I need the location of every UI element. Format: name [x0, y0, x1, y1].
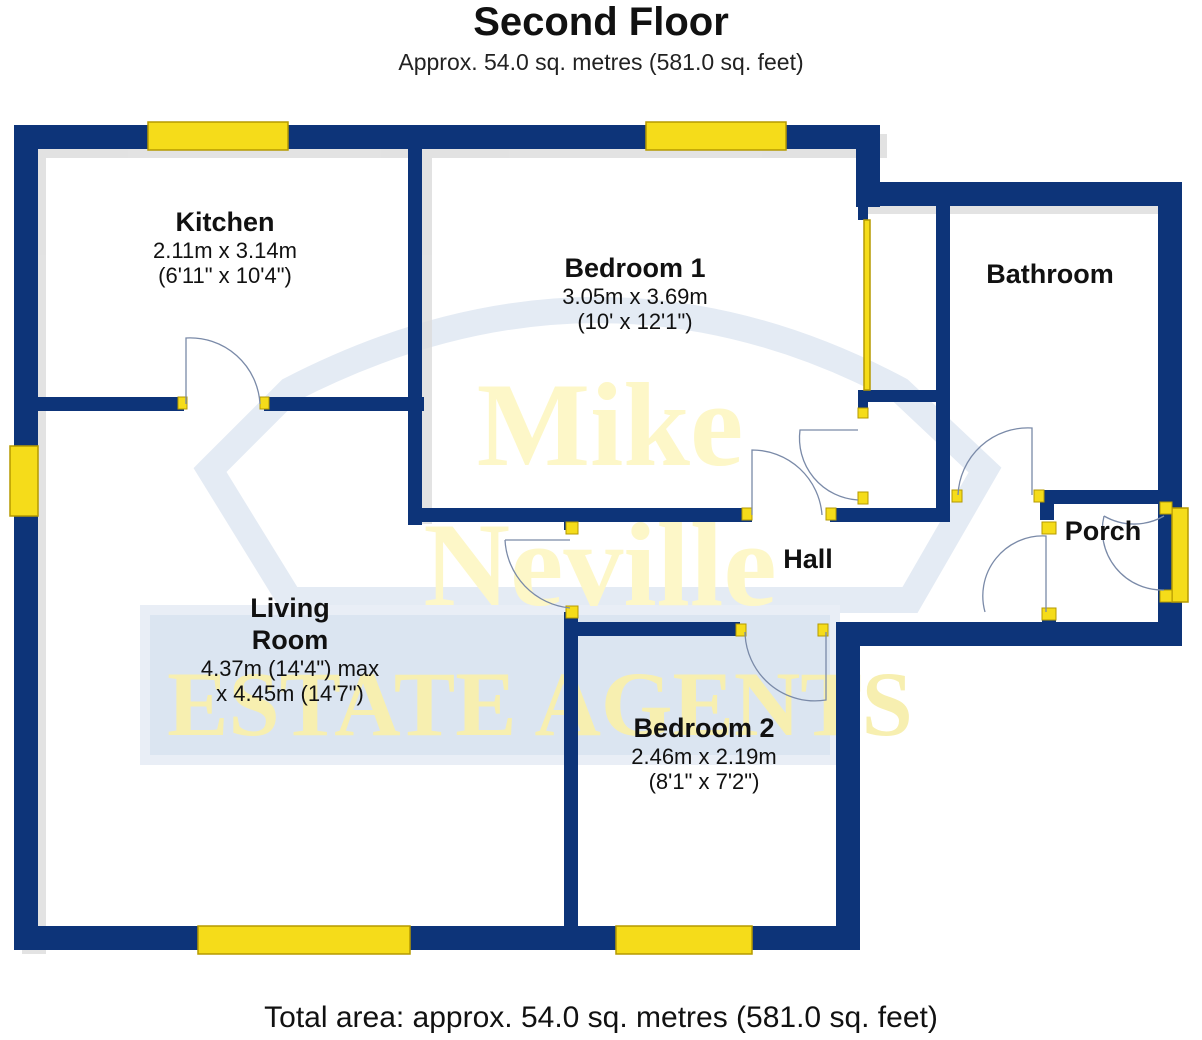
total-area-footer: Total area: approx. 54.0 sq. metres (581… [264, 1001, 938, 1034]
windows [9, 121, 1189, 955]
room-label-bedroom2: Bedroom 2 2.46m x 2.19m (8'1" x 7'2") [584, 712, 824, 794]
door-cupboard [798, 429, 859, 501]
room-dim-bedroom2-m: 2.46m x 2.19m [631, 744, 777, 769]
door-porch-entry [982, 535, 1047, 613]
wall-kitchen-bedroom1 [408, 125, 422, 525]
room-name-living-line1: Living [250, 593, 330, 623]
room-dim-bedroom2-ft: (8'1" x 7'2") [648, 769, 760, 794]
floor-title: Second Floor [473, 0, 729, 44]
door-bathroom [957, 427, 1033, 496]
door-bedroom2 [744, 631, 827, 702]
watermark-text-line3: ESTATE AGENTS [167, 653, 913, 755]
wall-bedroom2-top [564, 622, 740, 636]
wall-cupboard-mid [860, 390, 950, 402]
wall-cupboard-right [936, 182, 950, 522]
room-label-hall: Hall [758, 543, 858, 575]
room-label-porch: Porch [1050, 515, 1156, 547]
room-name-bathroom: Bathroom [986, 259, 1114, 289]
wall-hall-bottom-right [836, 622, 1182, 646]
room-label-bathroom: Bathroom [960, 258, 1140, 290]
door-living-hall [504, 539, 571, 609]
room-dim-bedroom1-ft: (10' x 12'1") [577, 309, 693, 334]
wall-bedroom1-bottom-right [830, 508, 950, 522]
room-label-living: Living Room 4.37m (14'4") max x 4.45m (1… [160, 592, 420, 706]
wall-bedroom1-bottom [408, 508, 752, 522]
room-label-kitchen: Kitchen 2.11m x 3.14m (6'11" x 10'4") [110, 206, 340, 288]
wall-bathroom-bottom [1040, 490, 1182, 504]
room-name-living-line2: Room [251, 625, 329, 655]
door-porch-outer [1101, 515, 1165, 591]
wall-left [14, 125, 38, 950]
wall-bedroom2-right [836, 622, 860, 950]
door-kitchen [185, 337, 261, 405]
wall-kitchen-bottom-left [14, 397, 184, 411]
wall-right-upper [1158, 182, 1182, 522]
room-dim-kitchen-m: 2.11m x 3.14m [153, 238, 297, 263]
window-bedroom2-bottom [615, 925, 753, 955]
window-kitchen [147, 121, 289, 151]
cupboard-door-strip [863, 219, 871, 391]
wall-cupboard-left-upper [858, 205, 868, 220]
window-living-left [9, 445, 39, 517]
wall-top-right [856, 182, 1182, 206]
floor-area-subtitle: Approx. 54.0 sq. metres (581.0 sq. feet) [398, 49, 804, 75]
room-dim-kitchen-ft: (6'11" x 10'4") [158, 263, 292, 288]
watermark-crest-shape [193, 297, 1002, 613]
room-name-kitchen: Kitchen [175, 207, 275, 237]
watermark-text-line1: Mike [477, 358, 744, 491]
wall-kitchen-bottom-right [264, 397, 424, 411]
window-bedroom1 [645, 121, 787, 151]
window-porch [1171, 507, 1189, 603]
room-name-porch: Porch [1064, 516, 1142, 546]
room-name-bedroom1: Bedroom 1 [564, 253, 706, 283]
room-name-hall: Hall [783, 544, 833, 574]
room-dim-bedroom1-m: 3.05m x 3.69m [562, 284, 708, 309]
door-bedroom1 [751, 449, 823, 516]
room-name-bedroom2: Bedroom 2 [633, 713, 775, 743]
wall-bedroom2-left [564, 612, 578, 950]
window-living-bottom [197, 925, 411, 955]
door-swings [185, 337, 1165, 702]
room-dim-living-line2: x 4.45m (14'7") [216, 681, 364, 706]
room-dim-living-line1: 4.37m (14'4") max [200, 656, 380, 681]
door-jambs [177, 396, 1173, 637]
room-label-bedroom1: Bedroom 1 3.05m x 3.69m (10' x 12'1") [500, 252, 770, 334]
